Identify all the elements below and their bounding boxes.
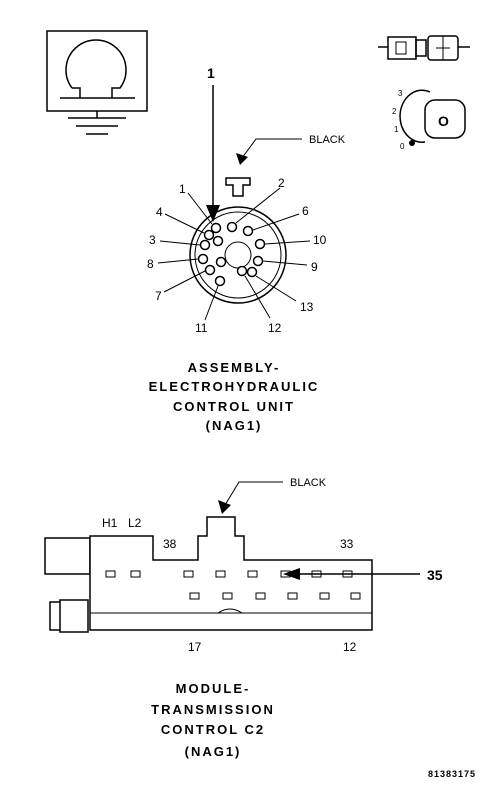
connector-plug-icon [378, 35, 470, 61]
pin-4 [203, 229, 215, 241]
caption-line: (NAG1) [185, 744, 242, 759]
pin-14 [215, 256, 227, 268]
tcm-caption: MODULE- TRANSMISSION CONTROL C2 (NAG1) [151, 681, 275, 759]
caption-line: TRANSMISSION [151, 702, 275, 717]
caption-line: ELECTROHYDRAULIC [149, 379, 320, 394]
cavity-label: 33 [340, 537, 354, 551]
pin-label: 10 [313, 233, 327, 247]
pin-label: 4 [156, 205, 163, 219]
cavity-label: L2 [128, 516, 142, 530]
pin-label: 12 [268, 321, 282, 335]
pin-3 [199, 239, 211, 251]
pin-10 [254, 238, 266, 250]
caption-line: CONTROL UNIT [173, 399, 295, 414]
pin-8 [197, 253, 209, 265]
key-position-3: 3 [398, 89, 403, 98]
ground-symbol-icon [46, 30, 148, 135]
ignition-key-icon: 3 2 1 0 O [392, 89, 466, 151]
pin-label: 1 [179, 182, 186, 196]
connector-color-label: BLACK [309, 134, 346, 146]
caption-line: (NAG1) [206, 418, 263, 433]
cavity-label: 12 [343, 640, 357, 654]
pin-label: 2 [278, 176, 285, 190]
pin-label: 3 [149, 233, 156, 247]
pin-1 [210, 222, 222, 234]
cavity-label: H1 [102, 516, 118, 530]
pin-label: 6 [302, 204, 309, 218]
caption-line: CONTROL C2 [161, 722, 265, 737]
caption-line: ASSEMBLY- [188, 360, 281, 375]
pin-label: 11 [195, 321, 208, 335]
pin-9 [252, 255, 264, 267]
key-position-2: 2 [392, 107, 397, 116]
pin-11 [214, 275, 226, 287]
pin-label: 9 [311, 260, 318, 274]
cavity-label: 17 [188, 640, 202, 654]
tcm-c2-connector: BLACK H1 L2 38 33 35 [44, 477, 443, 654]
cavity-label: 38 [163, 537, 177, 551]
key-position-1: 1 [394, 125, 399, 134]
pin-12 [236, 265, 248, 277]
key-label: O [438, 113, 449, 129]
pin-5 [212, 235, 224, 247]
pin-label: 7 [155, 289, 162, 303]
pointer-label-1: 1 [207, 65, 215, 81]
pin-6 [242, 225, 254, 237]
pin-2 [226, 221, 238, 233]
pointer-label-35: 35 [427, 567, 443, 583]
pin-label: 13 [300, 300, 314, 314]
figure-id: 81383175 [428, 769, 476, 779]
ehcu-caption: ASSEMBLY- ELECTROHYDRAULIC CONTROL UNIT … [149, 360, 320, 433]
pin-label: 8 [147, 257, 154, 271]
connector-color-label: BLACK [290, 477, 327, 489]
pin-7 [204, 264, 216, 276]
pin-13 [246, 266, 258, 278]
ehcu-connector: 1 BLACK [147, 65, 346, 335]
caption-line: MODULE- [176, 681, 251, 696]
key-position-0: 0 [400, 142, 405, 151]
